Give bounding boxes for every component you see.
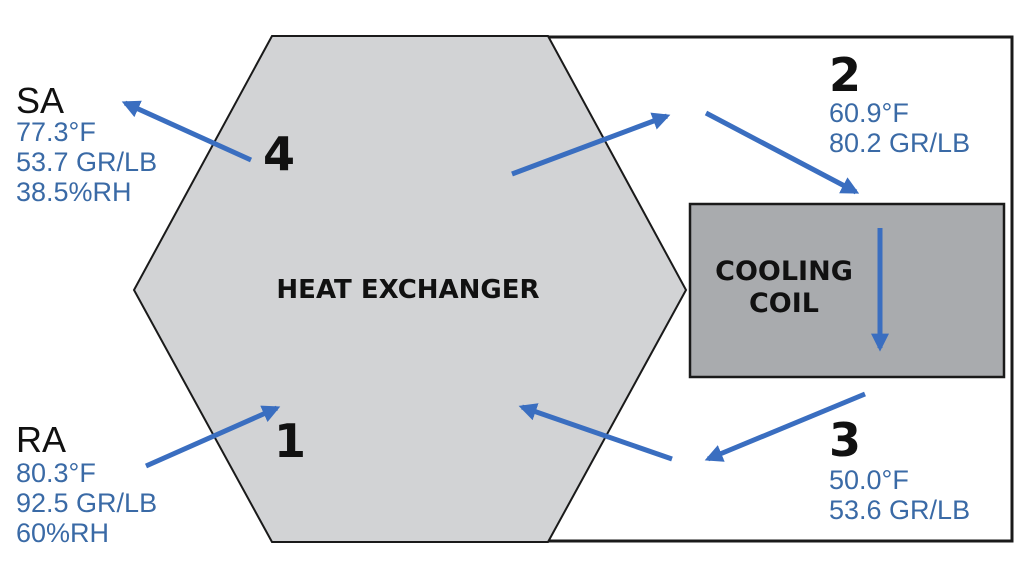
sa-humidity-ratio: 53.7 GR/LB — [16, 147, 157, 177]
ra-relative-humidity: 60%RH — [16, 518, 109, 548]
ra-inlet-arrow — [144, 405, 281, 469]
state-2-temperature: 60.9°F — [829, 98, 909, 128]
point-3-number: 3 — [829, 413, 861, 467]
state-3-temperature: 50.0°F — [829, 465, 909, 495]
heat-exchanger-label: HEAT EXCHANGER — [276, 275, 539, 305]
sa-outlet-arrow — [121, 100, 253, 163]
exchanger-to-coil-arrow — [511, 112, 671, 177]
cooling-coil-block — [688, 202, 1006, 379]
ra-humidity-ratio: 92.5 GR/LB — [16, 488, 157, 518]
duct-to-coil-arrow — [704, 110, 860, 195]
state-2-humidity-ratio: 80.2 GR/LB — [829, 128, 970, 158]
cooling-coil-label-line1: COOLING — [715, 256, 853, 287]
point-4-number: 4 — [263, 127, 295, 181]
point-2-number: 2 — [829, 48, 861, 102]
coil-return-arrow — [704, 391, 866, 462]
sa-label: SA — [16, 80, 64, 121]
cooling-coil-label-line2: COIL — [749, 288, 819, 319]
point-1-number: 1 — [274, 414, 306, 468]
duct-to-exchanger-arrow — [518, 403, 673, 462]
ra-temperature: 80.3°F — [16, 458, 96, 488]
sa-relative-humidity: 38.5%RH — [16, 177, 132, 207]
ra-label: RA — [16, 419, 66, 460]
state-3-humidity-ratio: 53.6 GR/LB — [829, 495, 970, 525]
sa-temperature: 77.3°F — [16, 117, 96, 147]
flow-arrows — [121, 100, 889, 469]
